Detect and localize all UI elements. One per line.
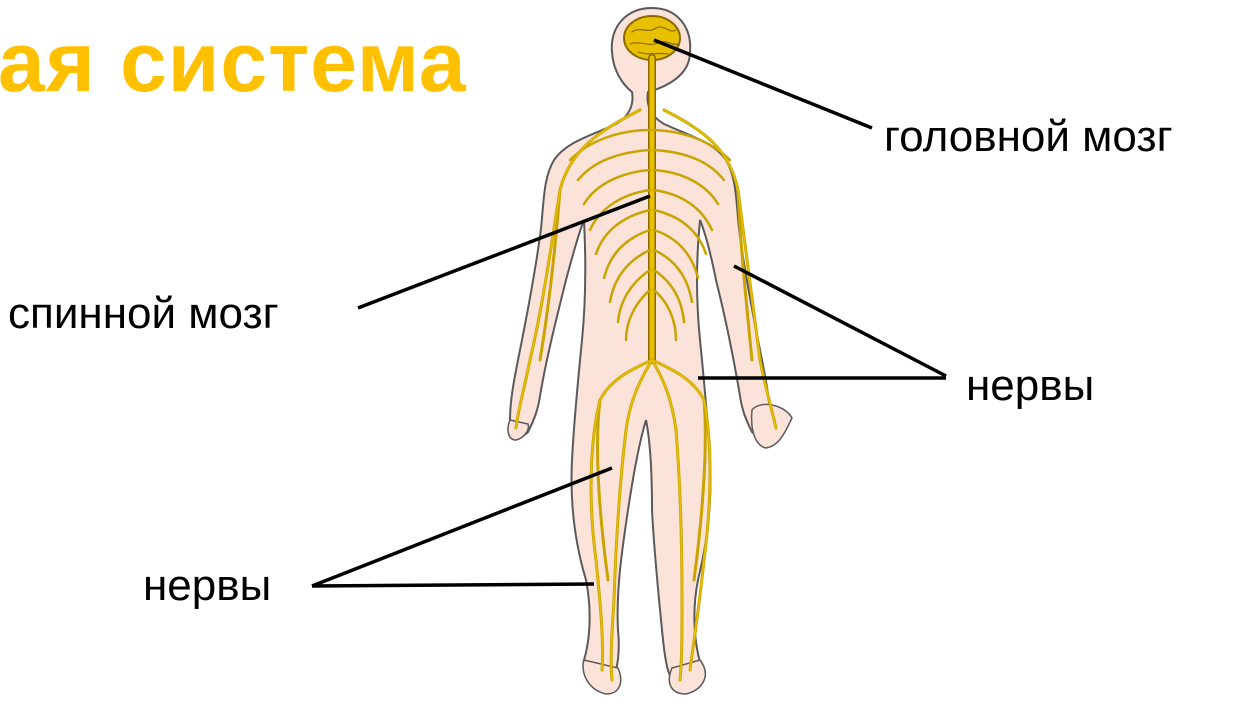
- nerves-left-leader-line-lower: [312, 584, 594, 586]
- label-nerves-right: нервы: [966, 364, 1094, 408]
- label-brain: головной мозг: [884, 115, 1173, 159]
- nerves-left-leader-line-upper: [312, 468, 612, 586]
- brain-leader-line: [654, 40, 872, 128]
- label-spinal-cord: спинной мозг: [8, 292, 279, 336]
- label-nerves-left: нервы: [143, 564, 271, 608]
- nerves-right-leader-line-upper: [734, 266, 946, 376]
